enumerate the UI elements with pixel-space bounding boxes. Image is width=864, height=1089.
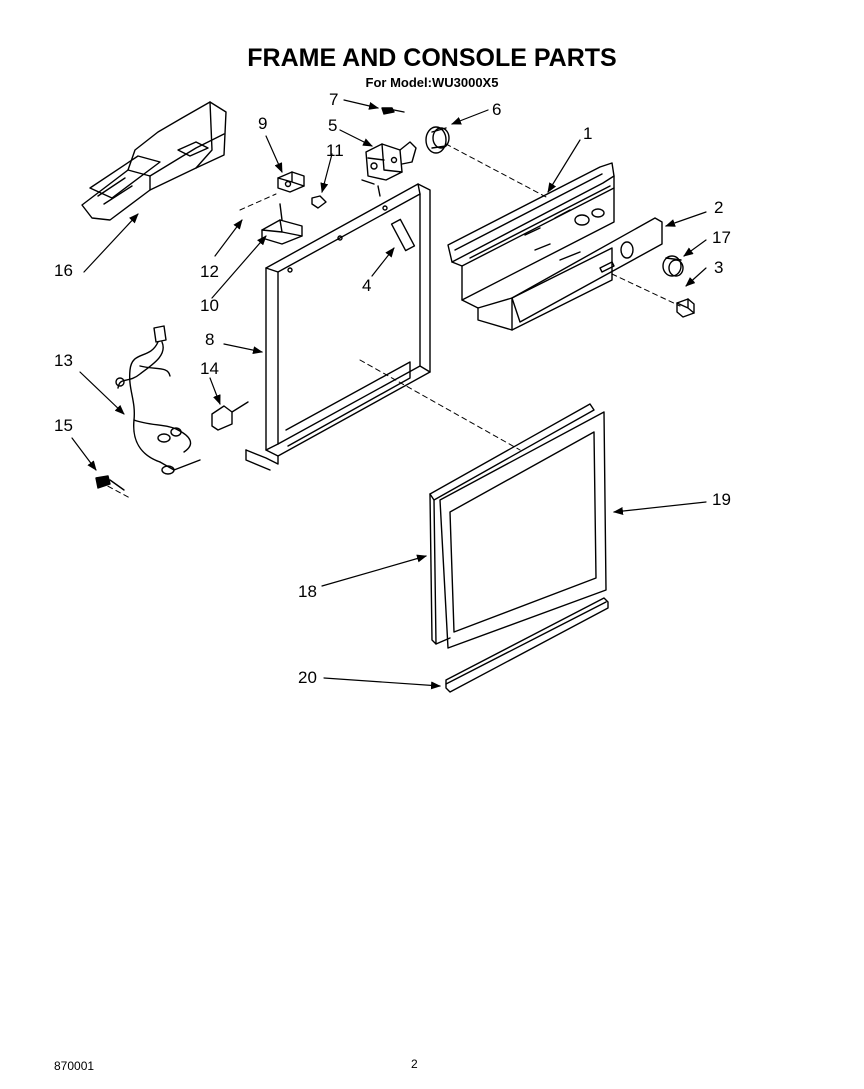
page-number: 2 [411, 1057, 418, 1071]
callout-13: 13 [54, 351, 73, 370]
callout-7: 7 [329, 90, 339, 109]
callout-16: 16 [54, 261, 73, 280]
assembly-lines [99, 143, 681, 499]
callout-19: 19 [712, 490, 731, 509]
callout-14: 14 [200, 359, 219, 378]
callout-18: 18 [298, 582, 317, 601]
part-2-overlay [511, 217, 663, 323]
callout-5: 5 [328, 116, 338, 135]
callout-9: 9 [258, 114, 268, 133]
part-13-harness [115, 325, 201, 475]
model-line: For Model:WU3000X5 [365, 75, 499, 90]
part-10-hinge [261, 203, 303, 245]
callout-10: 10 [200, 296, 219, 315]
part-7-screw [381, 107, 405, 115]
callout-11: 11 [326, 141, 344, 160]
part-17-knob [662, 255, 684, 277]
part-6-knob [425, 126, 450, 154]
callout-4: 4 [362, 276, 372, 295]
part-18-door-panel [429, 403, 595, 645]
part-20-trim [445, 597, 609, 693]
part-1-console [447, 162, 615, 331]
part-3-button [676, 298, 695, 318]
part-14-connector [211, 401, 249, 431]
part-11-spring [311, 195, 327, 209]
part-16-bracket [81, 101, 227, 221]
callout-8: 8 [205, 330, 215, 349]
callout-20: 20 [298, 668, 317, 687]
page-title: FRAME AND CONSOLE PARTS [247, 44, 617, 72]
callout-15: 15 [54, 416, 73, 435]
callout-1: 1 [583, 124, 593, 143]
callout-17: 17 [712, 228, 731, 247]
part-5-switch [361, 141, 417, 197]
callout-6: 6 [492, 100, 502, 119]
callout-3: 3 [714, 258, 724, 277]
part-9-clip [277, 171, 305, 193]
part-19-door-panel [439, 411, 607, 649]
callout-2: 2 [714, 198, 724, 217]
part-15-screw [95, 475, 125, 491]
callout-12: 12 [200, 262, 219, 281]
leader-arrows [71, 99, 707, 690]
doc-number: 870001 [54, 1059, 95, 1073]
part-8-frame [245, 183, 431, 471]
